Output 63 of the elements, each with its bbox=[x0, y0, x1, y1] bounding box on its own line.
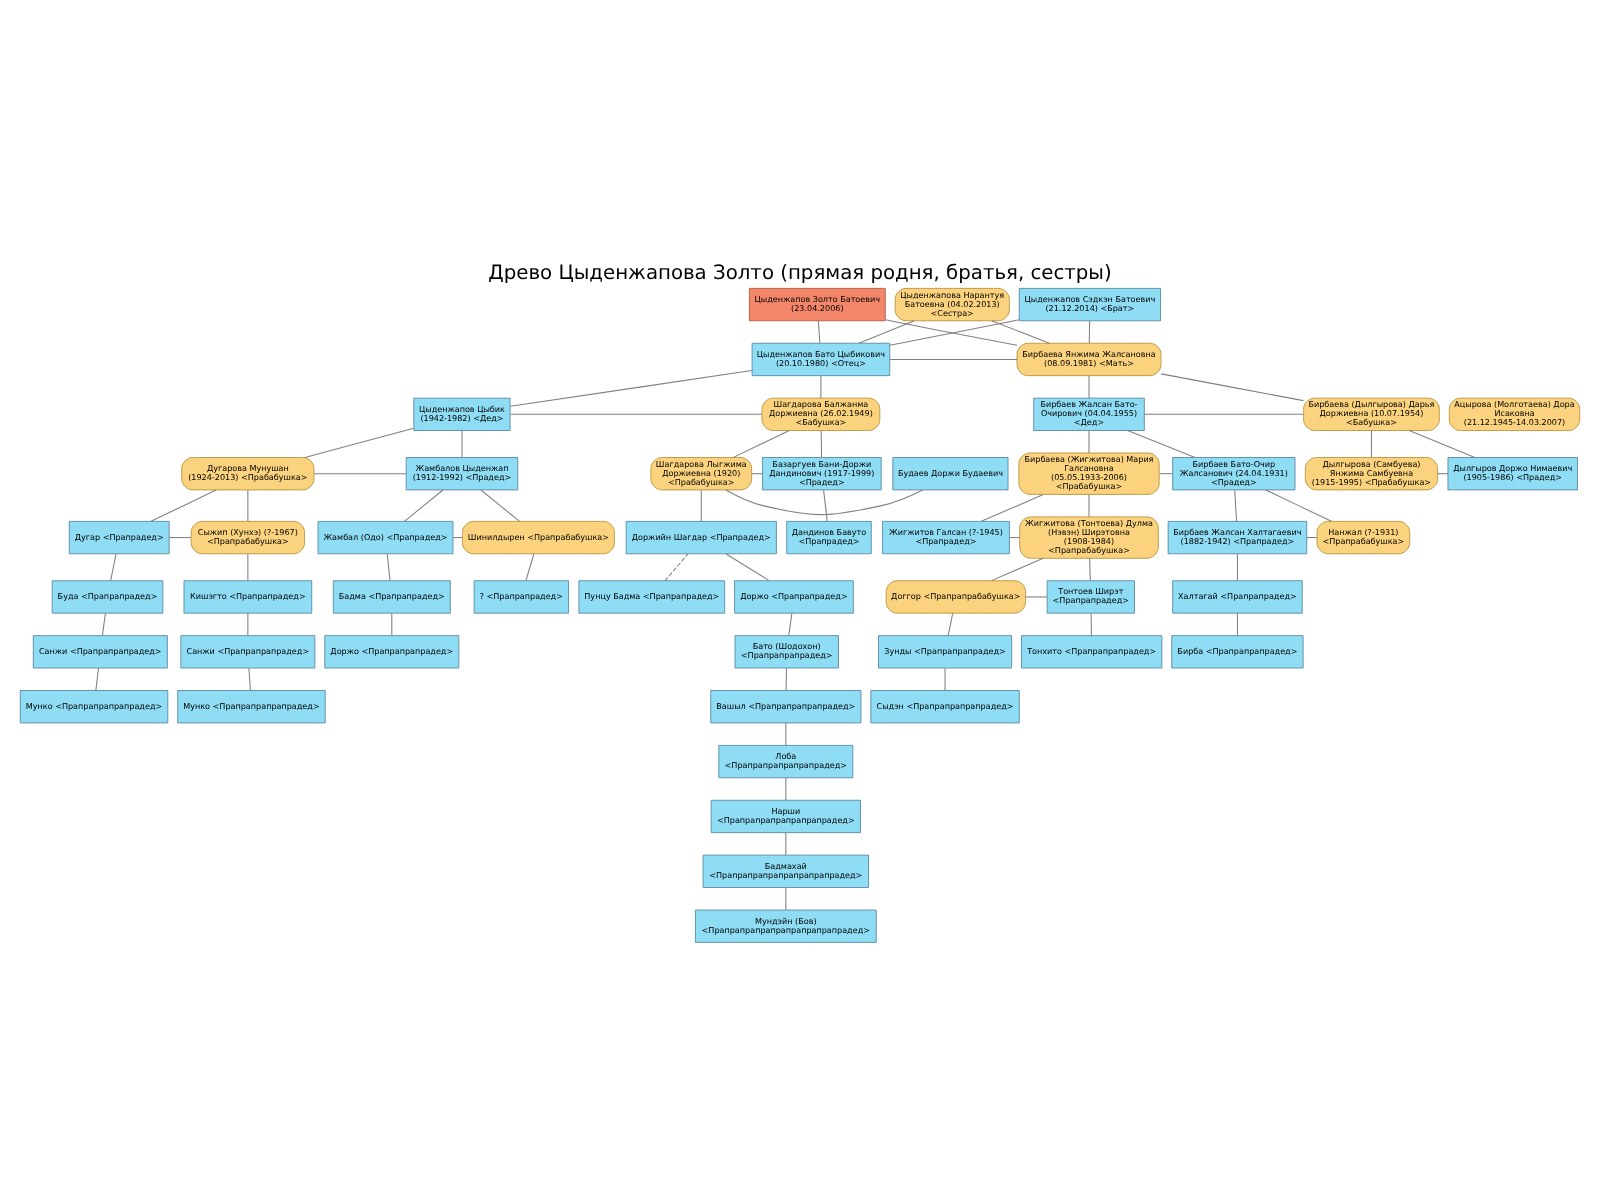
connector bbox=[1437, 472, 1449, 474]
connector bbox=[313, 472, 407, 474]
connector bbox=[1158, 472, 1174, 474]
connector bbox=[525, 552, 535, 581]
connector bbox=[700, 488, 702, 521]
connector bbox=[823, 488, 828, 521]
connector bbox=[944, 666, 946, 690]
connector bbox=[1088, 493, 1090, 517]
connector bbox=[1265, 488, 1332, 521]
connector bbox=[509, 369, 753, 406]
connector bbox=[1234, 488, 1238, 521]
connector bbox=[980, 492, 1044, 521]
connector bbox=[817, 319, 821, 343]
connector bbox=[732, 429, 790, 457]
connector bbox=[1143, 412, 1304, 414]
connector bbox=[248, 666, 251, 690]
connector bbox=[461, 429, 463, 457]
connector bbox=[95, 666, 100, 690]
connector bbox=[788, 611, 793, 636]
connector bbox=[1088, 429, 1090, 453]
connector bbox=[391, 611, 393, 636]
connector bbox=[1089, 556, 1091, 581]
connector bbox=[480, 488, 521, 521]
connector bbox=[1088, 374, 1090, 398]
connector bbox=[820, 374, 822, 398]
connector bbox=[247, 552, 249, 581]
connector bbox=[1370, 429, 1372, 457]
diagram-title: Древо Цыденжапова Золто (прямая родня, братья, сестры) bbox=[488, 262, 1112, 285]
connector bbox=[889, 357, 1018, 359]
connector bbox=[664, 552, 689, 581]
connector bbox=[101, 611, 106, 636]
connector bbox=[785, 666, 787, 690]
connector bbox=[452, 536, 463, 538]
connector bbox=[785, 886, 787, 910]
connector bbox=[150, 488, 217, 521]
connector bbox=[403, 488, 444, 521]
connector bbox=[247, 488, 249, 521]
connector bbox=[1160, 372, 1304, 401]
connector bbox=[110, 552, 117, 581]
connector bbox=[1306, 536, 1318, 538]
connector bbox=[858, 319, 915, 343]
connector bbox=[785, 776, 787, 800]
connector bbox=[386, 552, 391, 581]
connector bbox=[1236, 611, 1238, 636]
connector bbox=[1408, 429, 1476, 457]
connector bbox=[725, 488, 924, 515]
connector bbox=[1025, 595, 1048, 597]
connector bbox=[947, 611, 954, 636]
connector bbox=[1236, 552, 1238, 581]
connector bbox=[1127, 429, 1196, 457]
connector bbox=[509, 412, 763, 414]
connector bbox=[168, 536, 192, 538]
connector bbox=[1088, 319, 1091, 343]
connector bbox=[785, 831, 787, 855]
connector bbox=[785, 721, 787, 745]
connector bbox=[725, 552, 770, 581]
connector bbox=[991, 556, 1044, 581]
connector bbox=[304, 426, 415, 457]
connector bbox=[1090, 611, 1092, 636]
connector bbox=[247, 611, 249, 636]
connector bbox=[1009, 536, 1021, 538]
connector bbox=[820, 429, 823, 457]
connector bbox=[991, 319, 1050, 343]
